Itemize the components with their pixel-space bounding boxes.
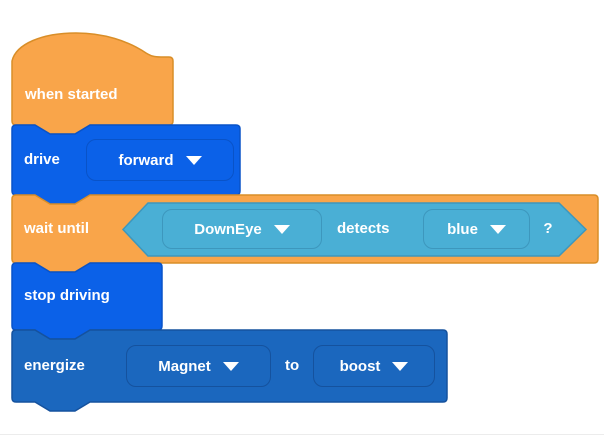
dropdown-arrow-icon: [185, 155, 202, 165]
magnet-device-value: Magnet: [158, 357, 211, 375]
block-stop-driving[interactable]: [11, 262, 163, 340]
sensor-value: DownEye: [194, 220, 262, 238]
color-value: blue: [447, 220, 478, 238]
drive-direction-dropdown[interactable]: forward: [86, 139, 234, 181]
magnet-level-value: boost: [339, 357, 381, 375]
drive-direction-value: forward: [118, 151, 174, 169]
dropdown-arrow-icon: [392, 361, 409, 371]
block-energize[interactable]: [11, 329, 448, 412]
block-detects-condition[interactable]: [121, 202, 588, 257]
magnet-device-dropdown[interactable]: Magnet: [126, 345, 271, 387]
sensor-dropdown[interactable]: DownEye: [162, 209, 322, 249]
dropdown-arrow-icon: [222, 361, 239, 371]
color-dropdown[interactable]: blue: [423, 209, 530, 249]
block-when-started[interactable]: [11, 32, 174, 135]
dropdown-arrow-icon: [273, 224, 290, 234]
magnet-level-dropdown[interactable]: boost: [313, 345, 435, 387]
dropdown-arrow-icon: [489, 224, 506, 234]
